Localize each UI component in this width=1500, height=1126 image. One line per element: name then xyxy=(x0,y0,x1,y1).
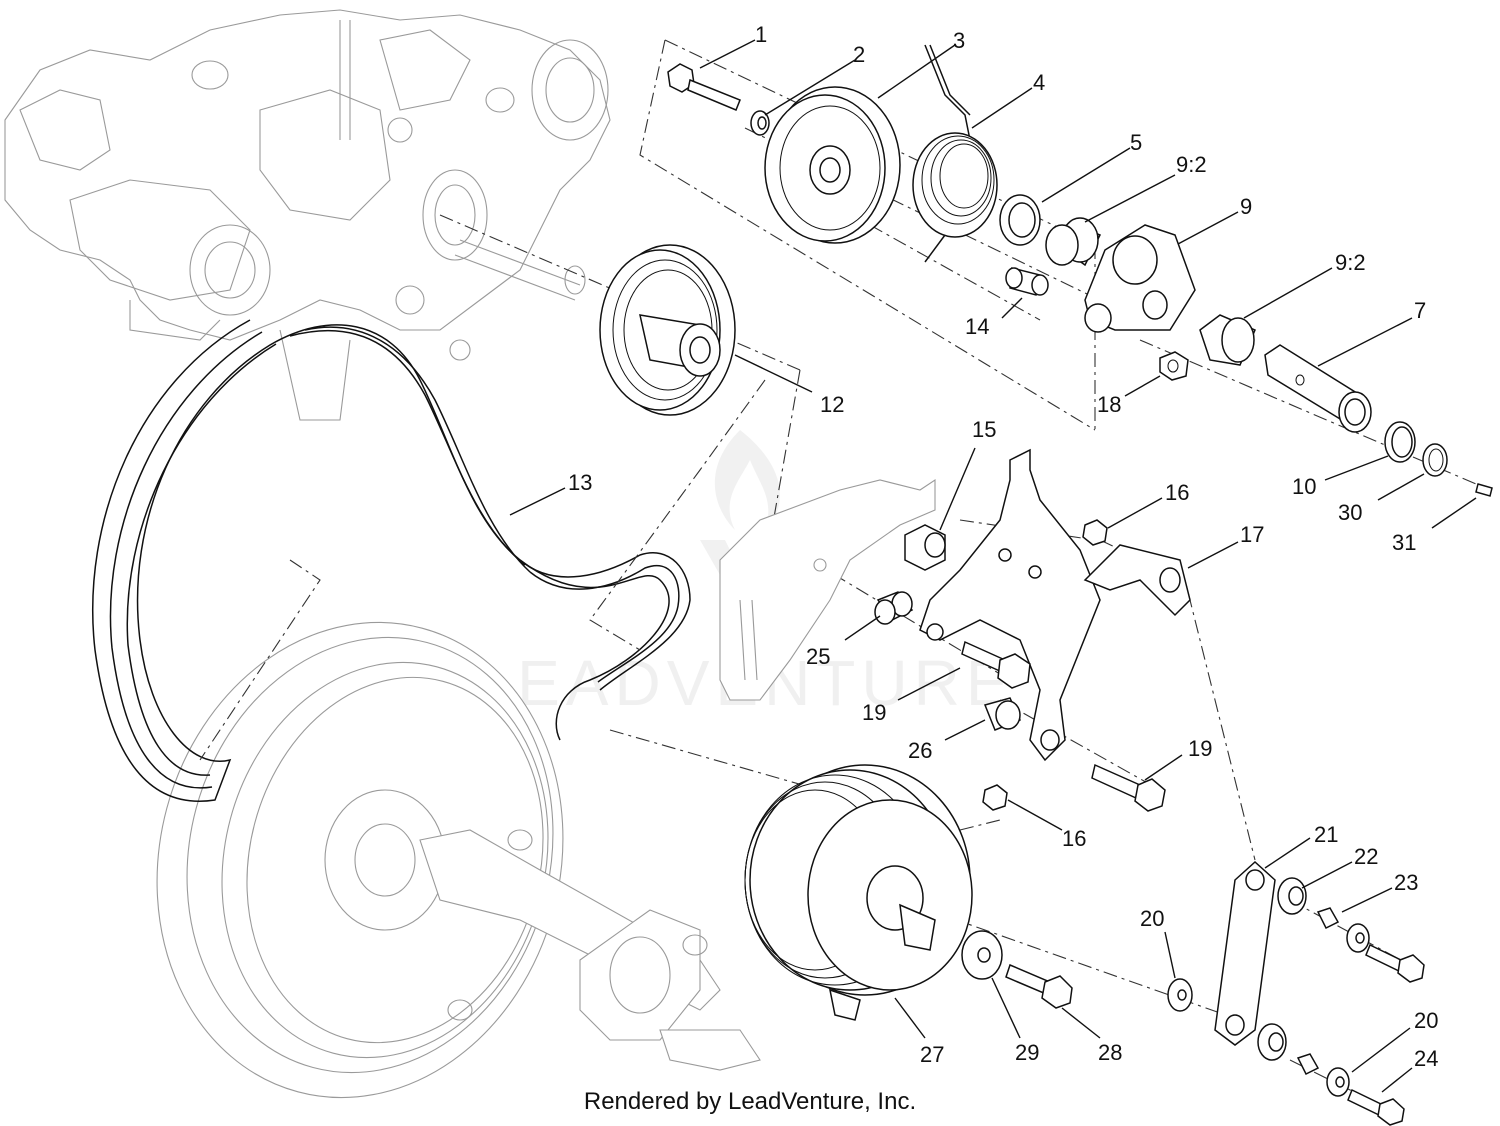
deck-pulley xyxy=(156,621,761,1099)
part-18-nut xyxy=(1159,351,1189,381)
callout-7: 7 xyxy=(1414,298,1426,323)
part-3-idler-pulley xyxy=(764,86,901,244)
part-14-spacer xyxy=(1005,267,1049,296)
part-9-idler-arm xyxy=(1084,224,1196,333)
callout-20-upper: 20 xyxy=(1140,906,1164,931)
part-15-bracket xyxy=(919,448,1101,762)
callout-labels: 1 2 3 4 5 9:2 9 9:2 7 14 18 12 10 30 31 … xyxy=(568,22,1438,1071)
callout-5: 5 xyxy=(1130,130,1142,155)
callout-16-lower: 16 xyxy=(1062,826,1086,851)
callout-1: 1 xyxy=(755,22,767,47)
drive-belt xyxy=(91,319,691,802)
part-20-washer-upper xyxy=(1167,978,1193,1012)
part-5-washer xyxy=(999,194,1041,246)
part-7-pivot-shaft xyxy=(1264,344,1372,433)
callout-21: 21 xyxy=(1314,822,1338,847)
part-9-2-bushing-upper xyxy=(1045,217,1102,267)
part-16-nut-lower xyxy=(982,784,1008,811)
part-4-spring xyxy=(912,44,998,263)
callout-29: 29 xyxy=(1015,1040,1039,1065)
part-22-bushing-upper xyxy=(1277,877,1307,915)
part-16-nut-upper xyxy=(1082,519,1108,546)
callout-16-upper: 16 xyxy=(1165,480,1189,505)
part-23-spacer xyxy=(1316,907,1425,983)
part-15-bushing xyxy=(904,524,946,571)
part-19-bolt-upper xyxy=(961,640,1031,689)
callout-3: 3 xyxy=(953,28,965,53)
part-21-link xyxy=(1214,860,1276,1046)
part-26-spacer xyxy=(983,697,1022,731)
part-31-grease-fitting xyxy=(1475,483,1493,497)
part-10-washer xyxy=(1384,421,1416,463)
callout-31: 31 xyxy=(1392,530,1416,555)
leader-lines xyxy=(509,39,1477,1093)
callout-25: 25 xyxy=(806,644,830,669)
part-29-washer xyxy=(961,930,1003,980)
part-20-washer-lower xyxy=(1296,1053,1350,1097)
callout-24: 24 xyxy=(1414,1046,1438,1071)
part-12-drive-pulley xyxy=(599,244,736,416)
callout-30: 30 xyxy=(1338,500,1362,525)
callout-20-lower: 20 xyxy=(1414,1008,1438,1033)
part-24-bolt xyxy=(1347,1088,1405,1126)
part-25-spacer xyxy=(874,591,914,625)
callout-17: 17 xyxy=(1240,522,1264,547)
part-17-bracket xyxy=(1083,544,1191,617)
part-30-retaining-ring xyxy=(1422,443,1448,477)
callout-10: 10 xyxy=(1292,474,1316,499)
callout-13: 13 xyxy=(568,470,592,495)
callout-23: 23 xyxy=(1394,870,1418,895)
callout-4: 4 xyxy=(1033,70,1045,95)
callout-9-2-upper: 9:2 xyxy=(1176,152,1207,177)
part-2-washer xyxy=(750,110,770,136)
callout-14: 14 xyxy=(965,314,989,339)
mount-plate-ghost xyxy=(719,478,936,701)
callout-22: 22 xyxy=(1354,844,1378,869)
callout-2: 2 xyxy=(853,42,865,67)
transmission-housing xyxy=(4,9,611,421)
part-28-bolt xyxy=(1005,963,1073,1009)
callout-28: 28 xyxy=(1098,1040,1122,1065)
footer-credit: Rendered by LeadVenture, Inc. xyxy=(583,1088,917,1115)
part-1-bolt xyxy=(667,63,741,111)
part-27-pto-clutch xyxy=(744,764,973,1021)
callout-12: 12 xyxy=(820,392,844,417)
callout-18: 18 xyxy=(1097,392,1121,417)
callout-27: 27 xyxy=(920,1042,944,1067)
part-9-2-bushing-lower xyxy=(1199,314,1256,366)
callout-9: 9 xyxy=(1240,194,1252,219)
callout-26: 26 xyxy=(908,738,932,763)
callout-9-2-lower: 9:2 xyxy=(1335,250,1366,275)
part-22-bushing-lower xyxy=(1257,1023,1287,1061)
callout-15: 15 xyxy=(972,417,996,442)
callout-19-upper: 19 xyxy=(862,700,886,725)
part-19-bolt-lower xyxy=(1091,763,1166,812)
callout-19-lower: 19 xyxy=(1188,736,1212,761)
